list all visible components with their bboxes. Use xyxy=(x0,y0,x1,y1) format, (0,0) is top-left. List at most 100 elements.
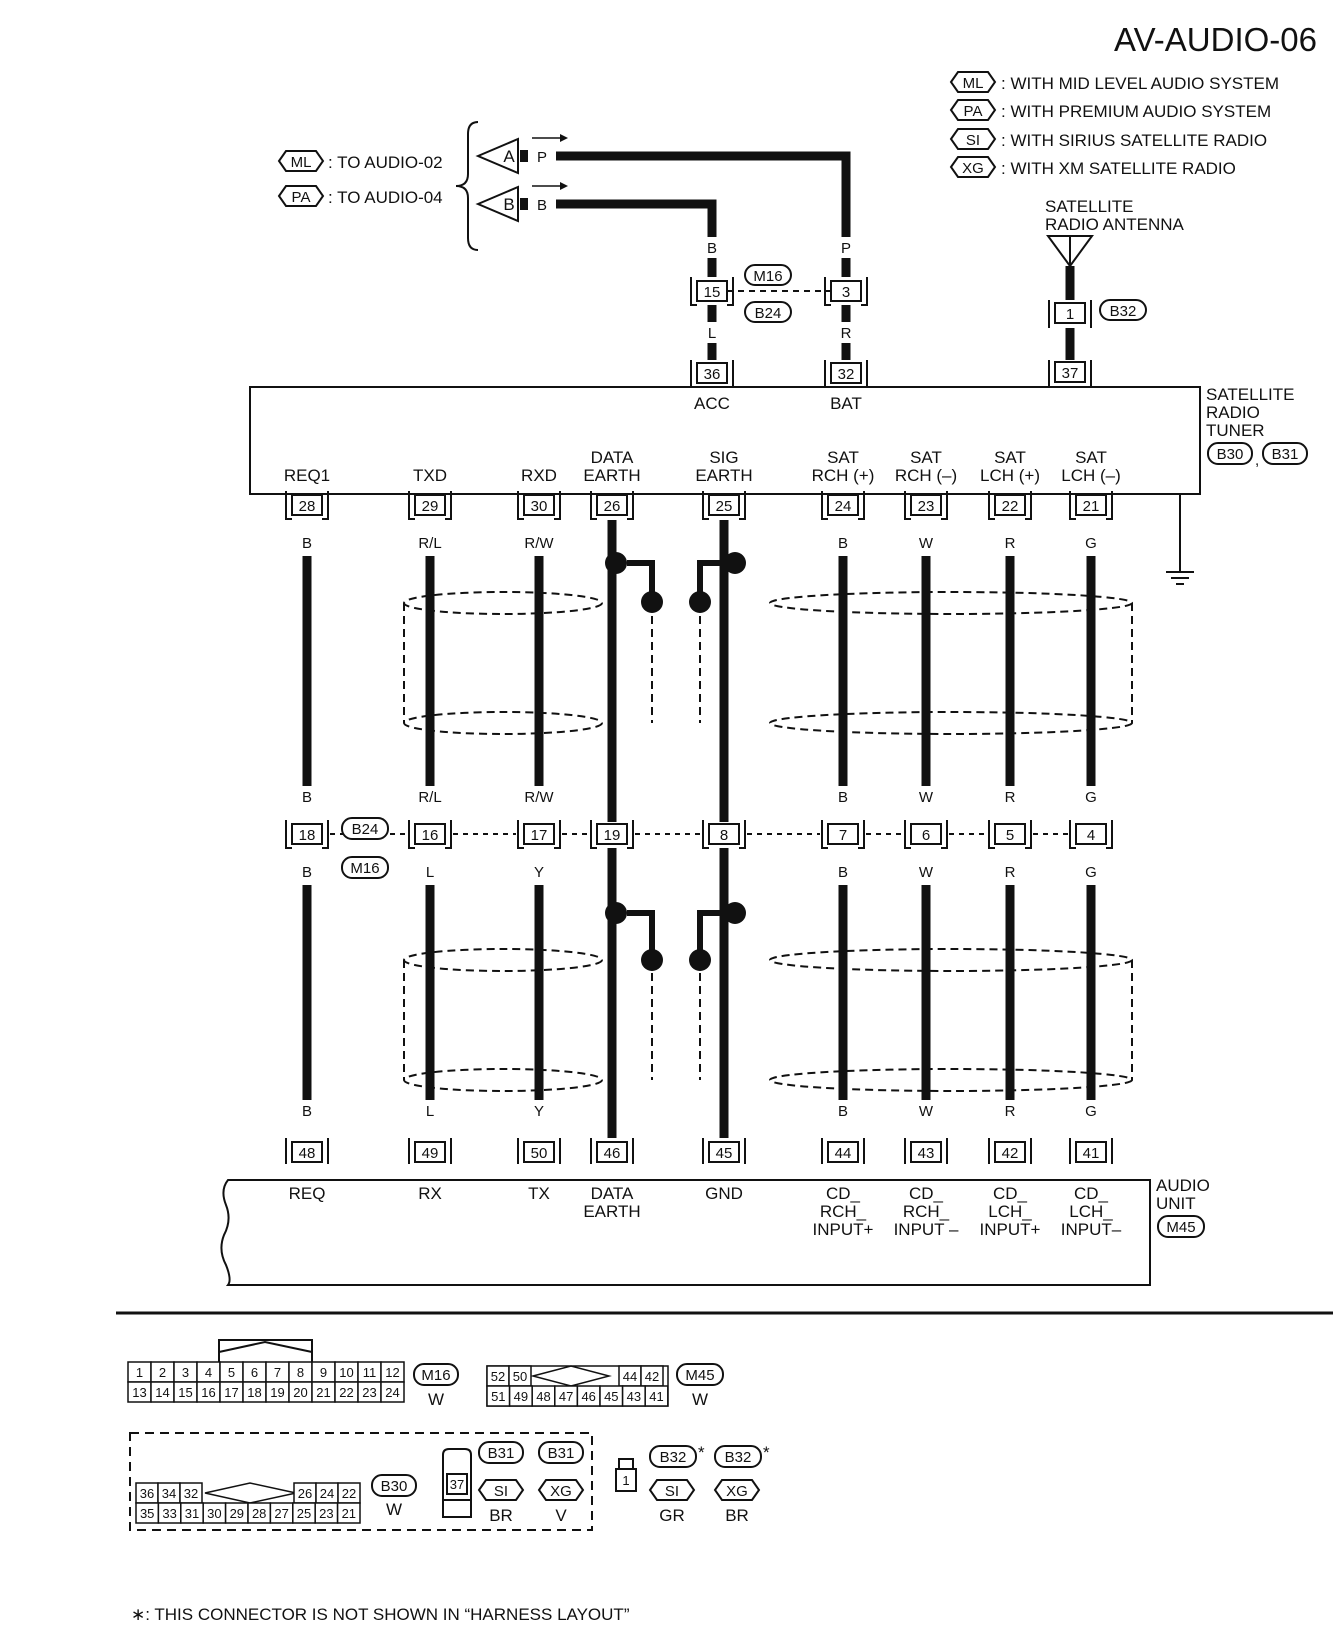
page-title: AV-AUDIO-06 xyxy=(1114,21,1317,58)
wire-color-28-2: B xyxy=(302,789,312,806)
tuner-bat-label: BAT xyxy=(830,394,862,413)
m16-code: M16 xyxy=(421,1367,450,1384)
wire-color-30-3: Y xyxy=(534,864,544,881)
wire-color-22-3: R xyxy=(1005,864,1016,881)
b30-pin-33: 33 xyxy=(157,1502,182,1524)
m16-pin-23: 23 xyxy=(357,1381,382,1403)
m16-pin-label-21: 21 xyxy=(316,1385,330,1400)
antenna-pin-37: 37 xyxy=(1062,365,1079,382)
legend-si-code: SI xyxy=(966,132,980,149)
b30-pin-label-35: 35 xyxy=(140,1506,154,1521)
b30-pin-label-24: 24 xyxy=(320,1486,334,1501)
wire-color-24-4: B xyxy=(838,1103,848,1120)
b30-pin-label-33: 33 xyxy=(162,1506,176,1521)
antenna-pin-1: 1 xyxy=(1066,306,1074,323)
tuner-pin-25-box: 25 xyxy=(702,491,746,520)
m45-pin-label-51: 51 xyxy=(491,1389,505,1404)
mid-pin-5-box: 5 xyxy=(988,820,1032,849)
wire-color-28-4: B xyxy=(302,1103,312,1120)
mid-pin-6: 6 xyxy=(922,827,930,844)
wire-color-21-1: G xyxy=(1085,535,1097,552)
b30-pin-label-30: 30 xyxy=(207,1506,221,1521)
m45-pin-42: 42 xyxy=(640,1365,664,1387)
tuner-pin-29-box: 29 xyxy=(408,491,452,520)
shield-drains xyxy=(605,552,746,971)
m45-pin-label-42: 42 xyxy=(645,1369,659,1384)
m45-pin-41: 41 xyxy=(644,1385,669,1407)
m45-color: W xyxy=(692,1390,708,1409)
legend-pa-code: PA xyxy=(964,103,983,120)
b30-pin-label-32: 32 xyxy=(184,1486,198,1501)
b32-star-1: * xyxy=(698,1443,705,1462)
m45-pin-label-45: 45 xyxy=(604,1389,618,1404)
mid-pin-16-box: 16 xyxy=(408,820,452,849)
shield-lower-left xyxy=(403,948,653,1092)
audio-pin-49: 49 xyxy=(422,1145,439,1162)
tuner-pin-21-box: 21 xyxy=(1069,491,1113,520)
tuner-pin-21: 21 xyxy=(1083,498,1100,515)
audio-pin-44-box: 44 xyxy=(821,1138,865,1164)
legend-xg: XG : WITH XM SATELLITE RADIO xyxy=(949,156,1236,178)
mid-conn-b24: B24 xyxy=(352,821,379,838)
m16-pin-12: 12 xyxy=(380,1361,405,1383)
m45-pin-label-48: 48 xyxy=(536,1389,550,1404)
wire-p xyxy=(556,151,851,237)
m16-pin-21: 21 xyxy=(311,1381,336,1403)
m16-pin-24: 24 xyxy=(380,1381,405,1403)
wire-b-color-top: B xyxy=(707,240,717,257)
wire-color-30-4: Y xyxy=(534,1103,544,1120)
b30-pin-label-21: 21 xyxy=(342,1506,356,1521)
mid-pin-6-box: 6 xyxy=(904,820,948,849)
mid-pin-19: 19 xyxy=(604,827,621,844)
b32-star-2: * xyxy=(763,1443,770,1462)
mid-pin-17-box: 17 xyxy=(517,820,561,849)
b31-sys-si: SI xyxy=(494,1483,508,1500)
conn-b24-label: B24 xyxy=(755,305,782,322)
circuit-21-top-label-2: LCH (–) xyxy=(1061,466,1121,485)
b30-pin-23: 23 xyxy=(314,1502,339,1524)
m45-pin-46: 46 xyxy=(576,1385,601,1407)
mid-pin-7: 7 xyxy=(839,827,847,844)
m16-pin-16: 16 xyxy=(196,1381,221,1403)
circuit-50-bottom-label-1: TX xyxy=(528,1184,550,1203)
m16-pin-label-11: 11 xyxy=(363,1365,377,1380)
m16-pin-4: 4 xyxy=(196,1361,221,1383)
audio-pin-46-box: 46 xyxy=(590,1138,634,1164)
circuit-22-top-label-2: LCH (+) xyxy=(980,466,1040,485)
m45-pin-45: 45 xyxy=(599,1385,624,1407)
m45-pin-52: 52 xyxy=(486,1365,510,1387)
circuit-45-bottom-label-1: GND xyxy=(705,1184,743,1203)
b30-pin-label-29: 29 xyxy=(230,1506,244,1521)
wire-color-28-3: B xyxy=(302,864,312,881)
b30-pin-label-36: 36 xyxy=(140,1486,154,1501)
audio-pin-42: 42 xyxy=(1002,1145,1019,1162)
feed-arrow-b: B B xyxy=(475,182,568,223)
b30-pin-26: 26 xyxy=(293,1482,317,1504)
mid-pin-19-box: 19 xyxy=(590,820,634,849)
circuit-42-bottom-label-3: INPUT+ xyxy=(980,1220,1041,1239)
connector-view-b31: 37 B31 SI BR B31 XG V xyxy=(442,1441,585,1525)
m16-pin-label-3: 3 xyxy=(182,1365,189,1380)
audio-pin-48-box: 48 xyxy=(285,1138,329,1164)
audio-pin-49-box: 49 xyxy=(408,1138,452,1164)
circuit-44-bottom-label-2: RCH_ xyxy=(820,1202,867,1221)
m45-pin-label-50: 50 xyxy=(513,1369,527,1384)
audio-pin-43: 43 xyxy=(918,1145,935,1162)
circuit-42-bottom-label-1: CD_ xyxy=(993,1184,1028,1203)
wire-color-29-3: L xyxy=(426,864,434,881)
feed-arrow-a: A P xyxy=(475,134,568,175)
audio-pin-48: 48 xyxy=(299,1145,316,1162)
m16-pin-22: 22 xyxy=(334,1381,359,1403)
power-wires: B P L R xyxy=(556,151,852,360)
pin-3: 3 xyxy=(842,284,850,301)
b32-color-si: GR xyxy=(659,1506,685,1525)
satellite-antenna: SATELLITE RADIO ANTENNA 1 B32 37 xyxy=(1045,197,1185,386)
b30-pin-24: 24 xyxy=(315,1482,339,1504)
tuner-pin-28-box: 28 xyxy=(285,491,329,520)
wire-color-21-2: G xyxy=(1085,789,1097,806)
circuit-41-bottom-label-2: LCH_ xyxy=(1069,1202,1113,1221)
m16-pin-1: 1 xyxy=(127,1361,152,1383)
